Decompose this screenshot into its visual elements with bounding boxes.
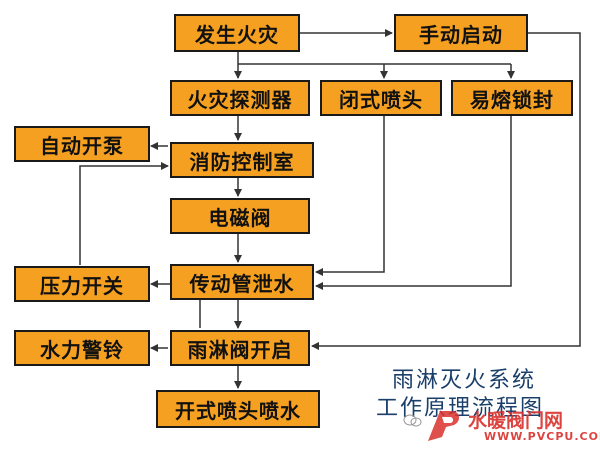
node-pressure-switch: 压力开关 <box>14 266 150 302</box>
node-water-alarm: 水力警铃 <box>14 330 150 366</box>
link-manual-deluge <box>311 32 581 350</box>
watermark-logo-icon <box>428 411 460 441</box>
node-control-room: 消防控制室 <box>170 142 314 178</box>
wechat-icon <box>403 414 422 427</box>
link-closed-drain <box>315 116 385 276</box>
node-fire: 发生火灾 <box>174 14 300 52</box>
node-detector: 火灾探测器 <box>170 80 310 116</box>
caption-line1: 雨淋灭火系统 <box>392 368 537 393</box>
node-fusible-lock: 易熔锁封 <box>451 80 573 116</box>
link-pressure-control <box>79 162 169 265</box>
node-drain-pipe: 传动管泄水 <box>170 264 314 300</box>
node-solenoid-valve: 电磁阀 <box>170 198 310 234</box>
watermark-site-name: 水暖阀门网 <box>468 410 564 432</box>
node-open-sprinkler: 开式喷头喷水 <box>156 390 320 428</box>
node-manual-start: 手动启动 <box>394 14 528 52</box>
watermark-site-url: WWW.PVCPU.COM <box>484 430 600 443</box>
link-fusible-drain <box>315 116 512 290</box>
node-deluge-valve: 雨淋阀开启 <box>170 330 310 366</box>
node-closed-sprinkler: 闭式喷头 <box>320 80 442 116</box>
node-auto-pump: 自动开泵 <box>14 126 150 162</box>
